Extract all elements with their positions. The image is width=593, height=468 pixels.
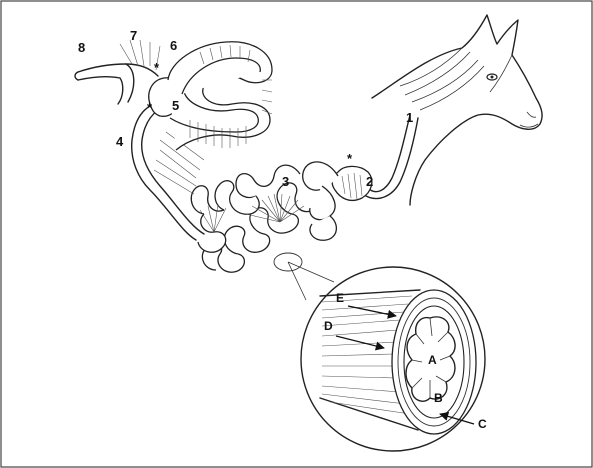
label-lumen: A: [428, 353, 437, 367]
label-small-colon: 7: [130, 28, 137, 43]
cross-section-magnifier: [301, 267, 485, 451]
label-stomach: 2: [366, 174, 373, 189]
label-esophagus: 1: [406, 110, 413, 125]
label-circular-muscle: D: [324, 319, 333, 333]
label-ileum: 4: [116, 134, 124, 149]
label-cecum: 5: [172, 98, 179, 113]
label-large-colon: 6: [170, 38, 177, 53]
label-mucosa: B: [434, 391, 443, 405]
label-small-intestine: 3: [282, 174, 289, 189]
label-longitudinal-muscle: E: [336, 291, 344, 305]
label-serosa: C: [478, 417, 487, 431]
label-rectum: 8: [78, 40, 85, 55]
